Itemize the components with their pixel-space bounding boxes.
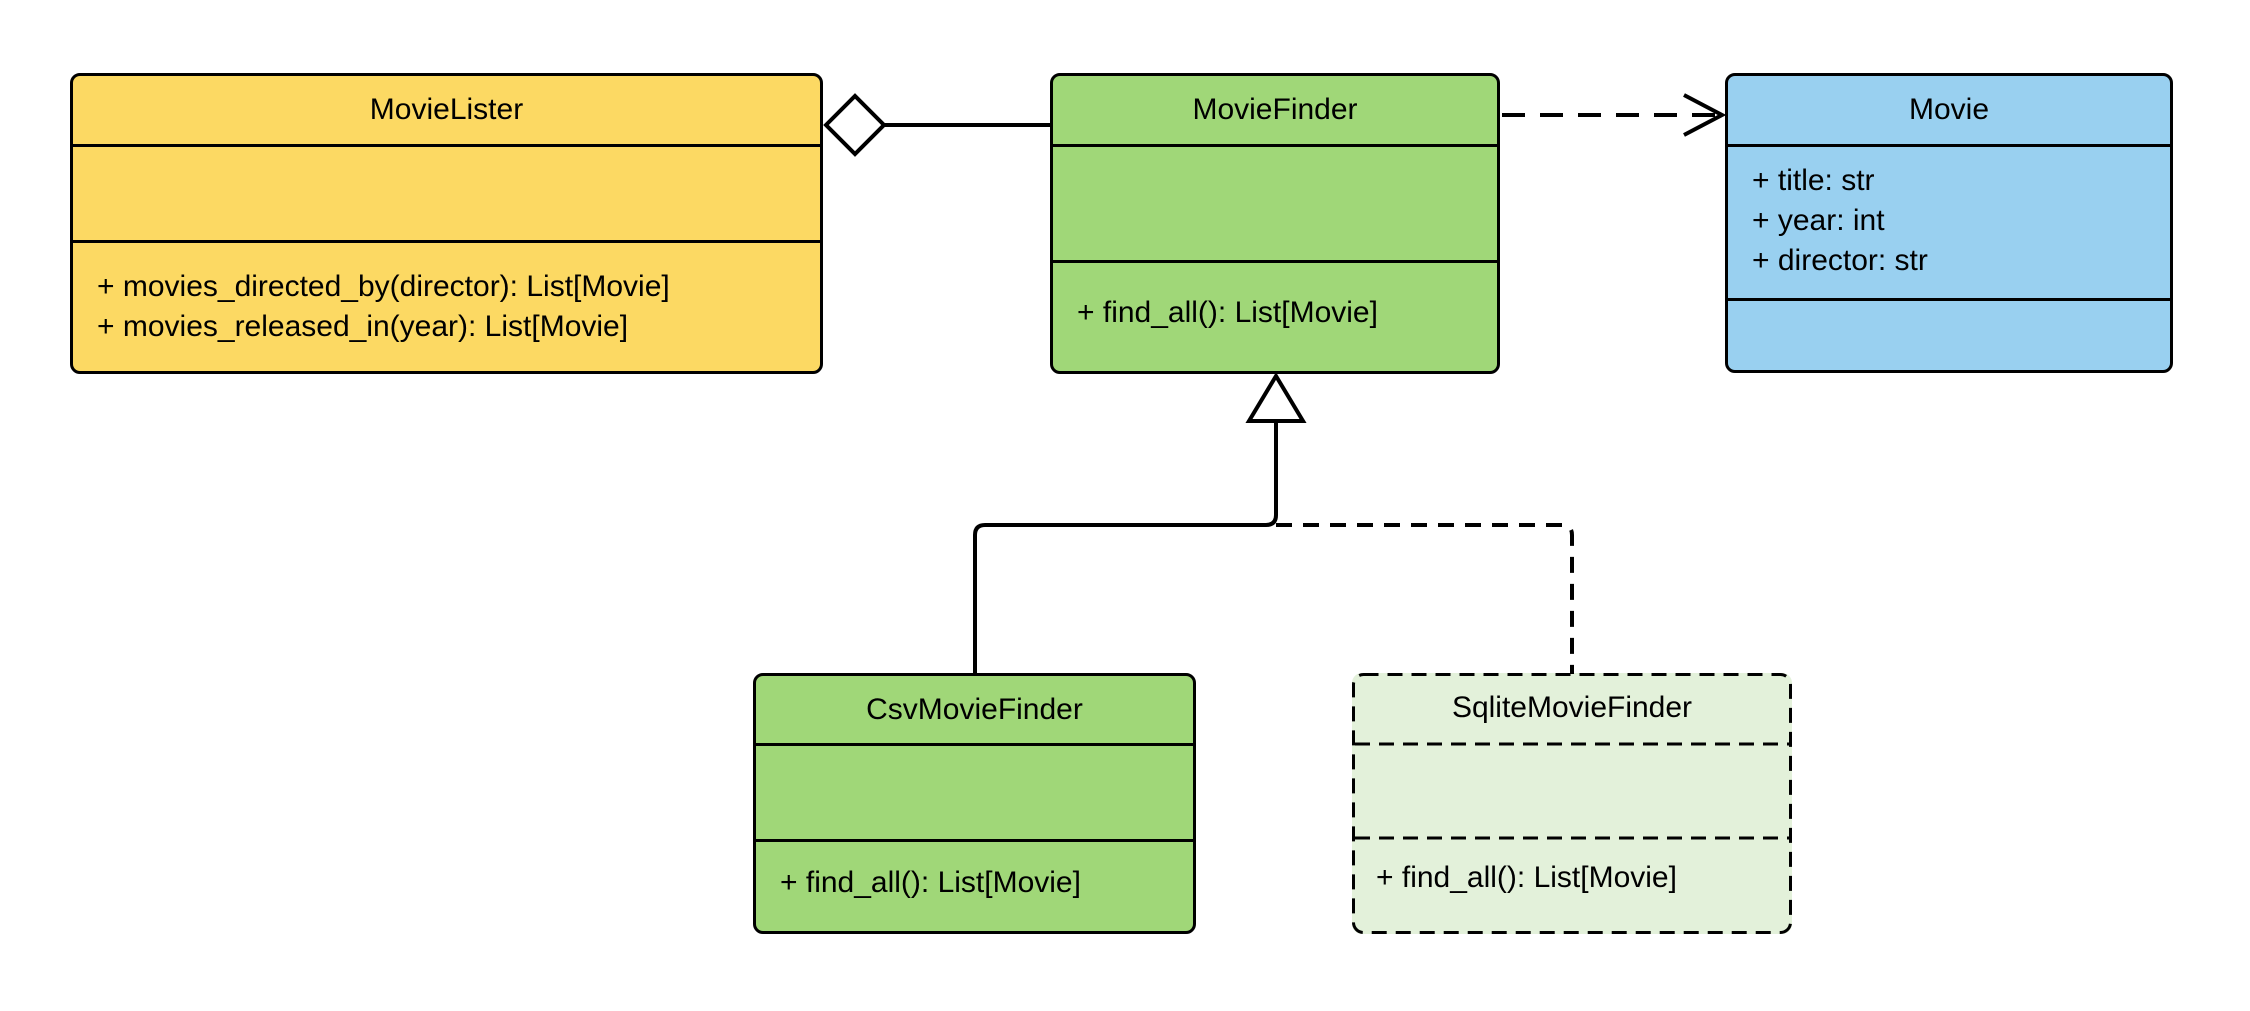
attribute-title: + title: str [1752,164,1875,197]
class-box-moviefinder: MovieFinder + find_all(): List[Movie] [1050,73,1500,374]
generalization-line-solid [973,421,1278,674]
method-find-all-sqlitemoviefinder: + find_all(): List[Movie] [1376,861,1677,894]
class-title-moviefinder: MovieFinder [1192,93,1358,126]
attributes-compartment-csvmoviefinder [756,743,1193,839]
aggregation-diamond-icon [823,93,887,157]
class-box-sqlitemoviefinder: SqliteMovieFinder + find_all(): List[Mov… [1352,673,1792,934]
attributes-compartment-movielister [73,144,820,240]
method-find-all-moviefinder: + find_all(): List[Movie] [1077,296,1378,329]
class-title-movielister: MovieLister [369,93,524,126]
class-box-movie: Movie + title: str + year: int + directo… [1725,73,2173,373]
method-movies-directed-by: + movies_directed_by(director): List[Mov… [97,270,670,303]
class-box-movielister: MovieLister + movies_directed_by(directo… [70,73,823,374]
method-movies-released-in: + movies_released_in(year): List[Movie] [97,310,629,343]
generalization-line-dashed [1276,523,1574,674]
methods-compartment-csvmoviefinder: + find_all(): List[Movie] [756,839,1193,931]
attribute-director: + director: str [1752,244,1928,277]
methods-compartment-moviefinder: + find_all(): List[Movie] [1053,260,1497,371]
class-box-csvmoviefinder: CsvMovieFinder + find_all(): List[Movie] [753,673,1196,934]
class-title-movie: Movie [1908,93,1990,126]
generalization-triangle-icon [1245,372,1307,423]
attributes-compartment-moviefinder [1053,144,1497,260]
methods-compartment-movie [1728,298,2170,370]
attribute-year: + year: int [1752,204,1885,237]
method-find-all-csvmoviefinder: + find_all(): List[Movie] [780,866,1081,899]
attributes-compartment-sqlitemoviefinder [1352,743,1792,837]
methods-compartment-movielister: + movies_directed_by(director): List[Mov… [73,240,820,371]
dependency-arrowhead-icon [1683,93,1727,137]
class-title-csvmoviefinder: CsvMovieFinder [866,692,1083,726]
attributes-compartment-movie: + title: str + year: int + director: str [1728,144,2170,298]
methods-compartment-sqlitemoviefinder: + find_all(): List[Movie] [1352,837,1792,934]
class-title-sqlitemoviefinder: SqliteMovieFinder [1451,691,1693,724]
